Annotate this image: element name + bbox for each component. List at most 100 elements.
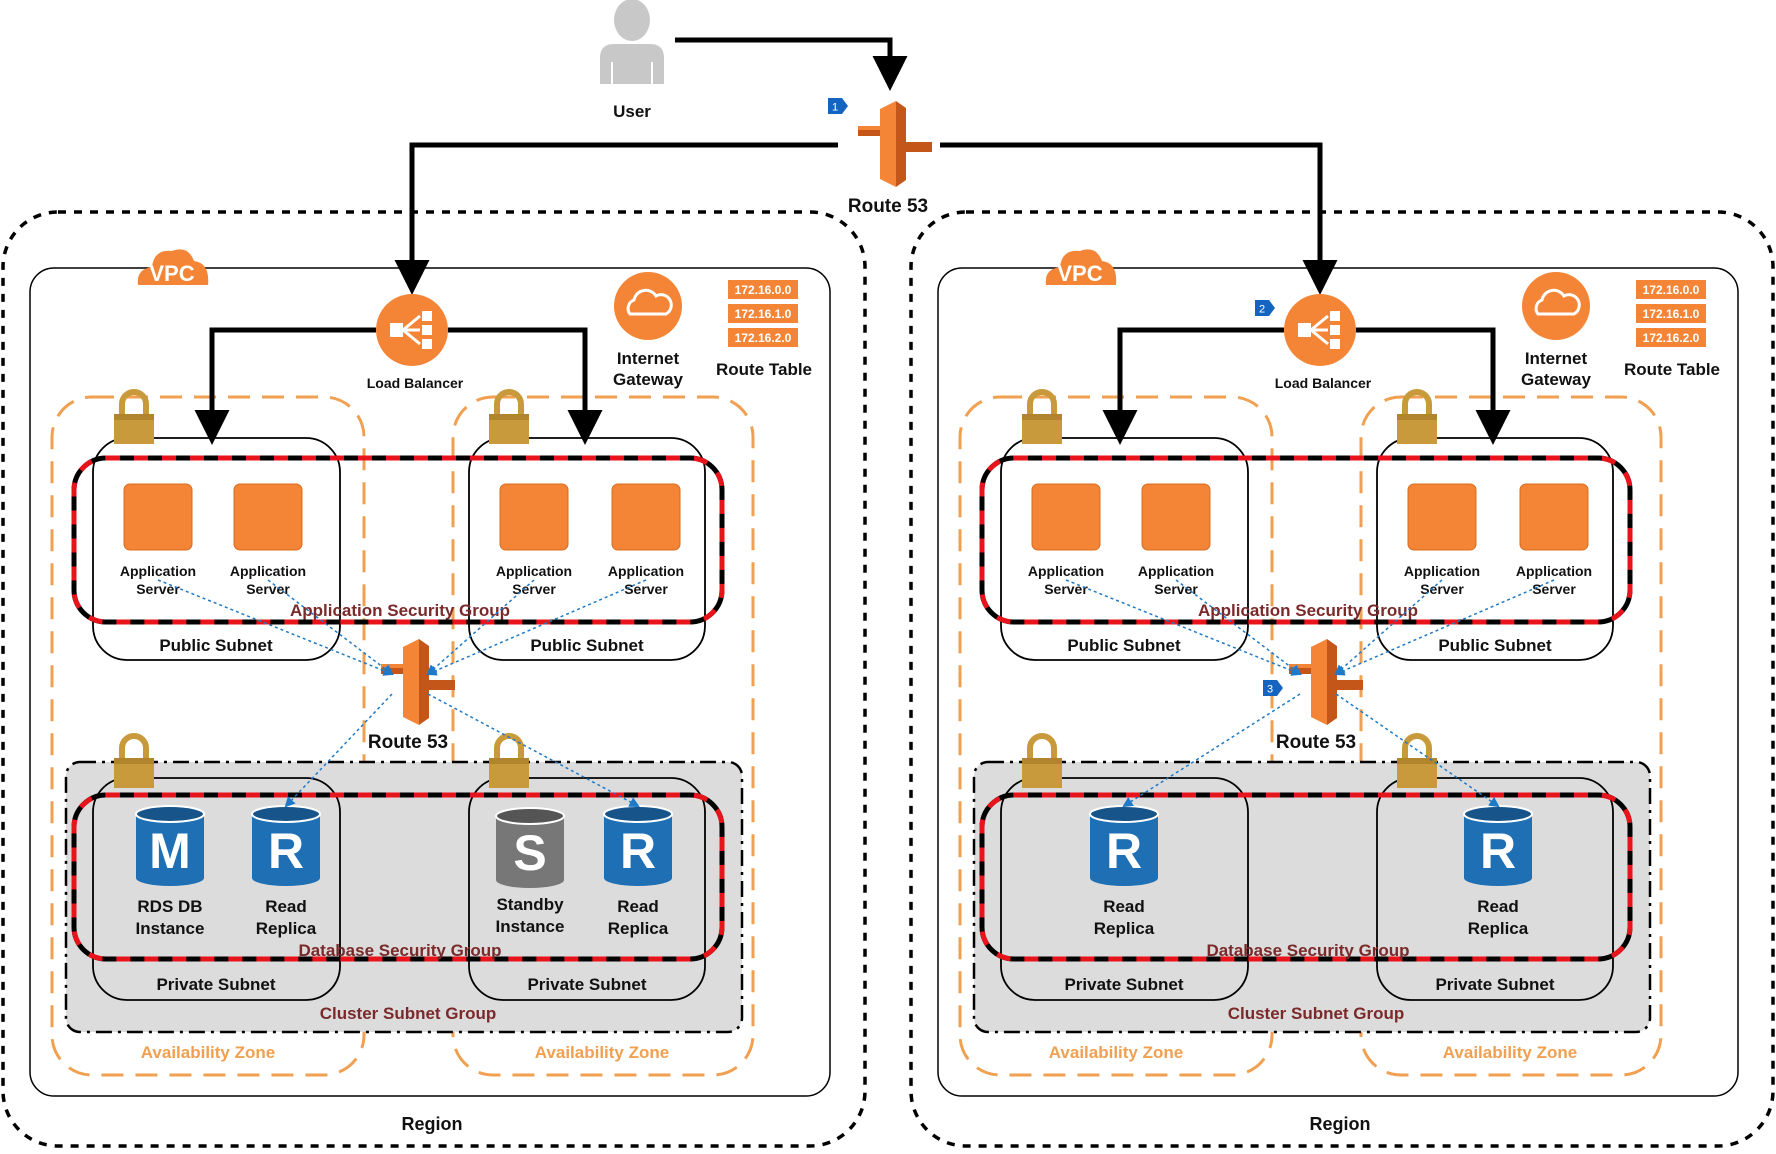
db-top <box>496 808 564 824</box>
application-server-label: Server <box>1154 581 1198 597</box>
db-security-group-label: Database Security Group <box>1206 941 1409 960</box>
route53-top-label: Route 53 <box>848 196 928 217</box>
route-table-row <box>728 328 798 347</box>
database-label: Replica <box>1468 919 1529 938</box>
lb-to-subnet-b-arrow <box>448 327 603 445</box>
db-body <box>604 814 672 878</box>
database-icon: R <box>1463 805 1533 886</box>
application-server-icon <box>1519 483 1589 551</box>
private-subnet-b-label: Private Subnet <box>1435 975 1554 994</box>
availability-zone-a <box>958 395 1274 1077</box>
app-to-route53-link <box>157 579 394 676</box>
route-table-row <box>728 304 798 323</box>
db-bottom <box>1090 870 1158 886</box>
lb-target <box>422 339 432 349</box>
load-balancer-label: Load Balancer <box>1275 375 1372 391</box>
vpc-boundary <box>29 267 831 1097</box>
lb-branch <box>402 328 421 346</box>
database-label: RDS DB <box>137 897 202 916</box>
region-boundary <box>909 210 1775 1148</box>
lb-target <box>422 325 432 335</box>
private-subnet-b <box>468 777 706 1001</box>
db-top <box>1464 806 1532 822</box>
application-server-label: Application <box>1138 563 1214 579</box>
step-badge-shape <box>1255 300 1275 316</box>
route53-icon-inner <box>1289 639 1363 725</box>
route53-inner-label: Route 53 <box>1276 732 1356 753</box>
load-balancer-label: Load Balancer <box>367 375 464 391</box>
db-letter: R <box>1480 823 1516 879</box>
region-label: Region <box>402 1114 463 1134</box>
lock-icon <box>1397 736 1437 788</box>
step-badge-shape <box>1263 680 1283 696</box>
db-security-group-dashes <box>71 792 725 962</box>
database-label: Instance <box>136 919 205 938</box>
db-top <box>604 806 672 822</box>
cluster-subnet-group-label: Cluster Subnet Group <box>320 1004 497 1023</box>
db-body <box>136 814 204 878</box>
vpc-badge: VPC <box>137 249 209 286</box>
internet-gateway-label: Internet <box>617 349 680 368</box>
application-server-label: Server <box>1044 581 1088 597</box>
cloud-outline <box>626 288 673 316</box>
internet-gateway-label: Internet <box>1525 349 1588 368</box>
lock-icon <box>1397 392 1437 444</box>
db-letter: R <box>620 823 656 879</box>
step-badge: 1 <box>828 98 848 114</box>
db-bottom <box>252 870 320 886</box>
database-label: Replica <box>608 919 669 938</box>
region-boundary <box>1 210 867 1148</box>
db-top <box>1090 806 1158 822</box>
database-label: Replica <box>256 919 317 938</box>
route53-to-lb2-arrow <box>940 142 1338 295</box>
route-table-row <box>1636 280 1706 299</box>
availability-zone-a-label: Availability Zone <box>1049 1043 1183 1062</box>
application-server-label: Server <box>1532 581 1576 597</box>
step-number: 2 <box>1259 304 1265 316</box>
database-icon: R <box>1089 805 1159 886</box>
database-label: Standby <box>496 895 564 914</box>
route53-to-replica-link <box>284 693 393 808</box>
vpc-boundary <box>937 267 1739 1097</box>
database-label: Instance <box>496 917 565 936</box>
db-body <box>496 816 564 880</box>
db-bottom <box>496 872 564 888</box>
lock-icon <box>114 736 154 788</box>
route53-to-replica-link <box>427 693 640 807</box>
step-badge: 3 <box>1263 680 1283 696</box>
app-security-group-label: Application Security Group <box>290 601 510 620</box>
route-table-entry: 172.16.1.0 <box>735 307 792 321</box>
application-server-icon <box>123 483 193 551</box>
app-to-route53-link <box>1175 579 1302 676</box>
lb-source <box>1298 323 1311 337</box>
lb-branch <box>402 314 421 332</box>
public-subnet-a-label: Public Subnet <box>159 636 273 655</box>
availability-zone-b <box>451 395 755 1077</box>
application-server-label: Application <box>1516 563 1592 579</box>
user-label: User <box>613 102 651 121</box>
gateway-circle <box>614 272 682 340</box>
route53-to-replica-link <box>1335 693 1500 808</box>
public-subnet-a-label: Public Subnet <box>1067 636 1181 655</box>
db-bottom <box>136 870 204 886</box>
step-badge: 2 <box>1255 300 1275 316</box>
lock-icon <box>1022 392 1062 444</box>
internet-gateway-label: Gateway <box>613 370 683 389</box>
public-subnet-b-label: Public Subnet <box>1438 636 1552 655</box>
lb-to-subnet-b-arrow <box>1356 327 1511 445</box>
application-server-icon <box>1407 483 1477 551</box>
db-security-group-label: Database Security Group <box>298 941 501 960</box>
private-subnet-a-label: Private Subnet <box>156 975 275 994</box>
lock-icon <box>1022 736 1062 788</box>
database-label: Read <box>617 897 659 916</box>
db-top <box>136 806 204 822</box>
db-letter: R <box>268 823 304 879</box>
private-subnet-a-label: Private Subnet <box>1064 975 1183 994</box>
db-bottom <box>604 870 672 886</box>
route-table-row <box>728 280 798 299</box>
user-head <box>614 0 650 41</box>
db-body <box>252 814 320 878</box>
db-top-rim <box>495 807 565 825</box>
application-server-label: Server <box>512 581 556 597</box>
